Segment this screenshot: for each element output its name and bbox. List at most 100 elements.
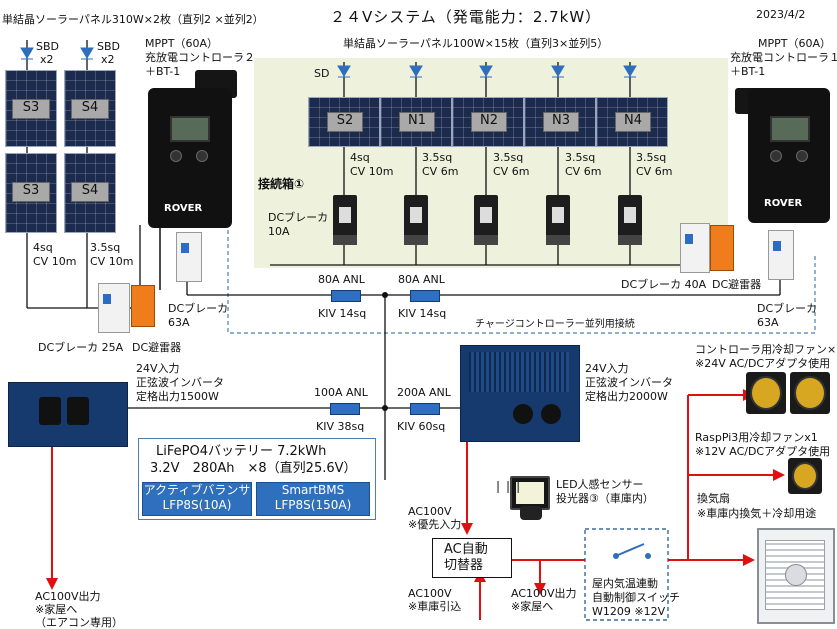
ventilation-fan — [757, 528, 835, 624]
inverter2-label-2: 正弦波インバータ — [585, 376, 673, 389]
active-balancer-model: LFP8S(10A) — [162, 498, 232, 512]
parallel-connection-note: チャージコントローラー並列用接続 — [475, 319, 635, 330]
inverter1-label-3: 定格出力1500W — [136, 390, 219, 403]
solar-panel: N2 — [452, 97, 524, 147]
dc-breaker-10a — [618, 195, 642, 245]
inverter-2000w — [460, 345, 580, 442]
fuse-inv2-cable: KIV 60sq — [397, 420, 446, 433]
panel-label: N3 — [543, 112, 579, 132]
fuse-inv2-rating: 200A ANL — [397, 386, 451, 399]
solar-panel: N4 — [596, 97, 668, 147]
inverter2-label-3: 定格出力2000W — [585, 390, 668, 403]
controller-button — [170, 150, 182, 162]
mppt-controller-2: ROVER — [148, 88, 232, 228]
panel-label: N2 — [471, 112, 507, 132]
panel-label: S4 — [71, 182, 109, 202]
breaker-lever — [103, 294, 111, 304]
dc-breaker-40a — [680, 223, 710, 273]
ats-label-1: AC自動 — [444, 542, 488, 557]
controller2-label-2: 充放電コントローラ２ — [145, 51, 255, 64]
dc-breaker-63a-left — [176, 232, 202, 282]
breaker-switch — [624, 207, 636, 223]
inverter1-output-1: AC100V出力 — [35, 590, 101, 603]
ats-label-2: 切替器 — [444, 558, 484, 573]
left-cable-size-2: 3.5sq — [90, 241, 121, 254]
breaker-base — [546, 235, 570, 245]
controller-display — [770, 116, 810, 142]
inverter2-label-1: 24V入力 — [585, 362, 629, 375]
controller1-label-3: ＋BT-1 — [730, 65, 766, 78]
anl-fuse-200a — [410, 403, 440, 415]
center-cable-size-1: 4sq — [350, 151, 370, 164]
led-floodlight — [510, 476, 550, 510]
fuse-inv1-rating: 100A ANL — [314, 386, 368, 399]
breaker-base — [474, 235, 498, 245]
junction-box-label: 接続箱① — [258, 177, 305, 191]
vent-fan-label-1: 換気扇 — [697, 492, 730, 505]
sd-label: SD — [314, 67, 330, 80]
breaker-base — [618, 235, 642, 245]
breaker-base — [333, 235, 357, 245]
solar-panel: S4 — [64, 153, 116, 233]
solar-panel: S4 — [64, 70, 116, 147]
inverter1-label-1: 24V入力 — [136, 362, 180, 375]
ats-output-2: ※家屋へ — [511, 600, 554, 613]
center-array-heading: 単結晶ソーラーパネル100W×15枚（直列3×並列5） — [343, 37, 609, 50]
controller2-label-1: MPPT（60A） — [145, 37, 218, 50]
dc-surge-protector — [710, 225, 734, 271]
left-cable-len-1: CV 10m — [33, 255, 77, 268]
controller-brand: ROVER — [164, 203, 203, 214]
left-sbd-count-2: x2 — [101, 53, 115, 66]
ats-input-priority-2: ※優先入力 — [408, 518, 462, 531]
dc-breaker-10a — [333, 195, 357, 245]
solar-panel: S3 — [5, 153, 57, 233]
raspi-cooling-fan — [788, 458, 822, 494]
controller-display — [170, 116, 210, 142]
breaker-switch — [480, 207, 492, 223]
controller-button — [770, 150, 782, 162]
center-cable-size-5: 3.5sq — [636, 151, 667, 164]
inverter-outlet — [39, 397, 61, 425]
inverter-outlet — [513, 404, 533, 424]
center-cable-size-4: 3.5sq — [565, 151, 596, 164]
mppt-controller-1: ROVER — [748, 88, 830, 223]
light-rays-icon: ❘❘❘ — [493, 479, 524, 493]
anl-fuse-80a-left — [331, 290, 361, 302]
solar-panel: S2 — [308, 97, 380, 147]
panel-label: S4 — [71, 99, 109, 119]
left-sbd-count: x2 — [40, 53, 54, 66]
solar-panel: S3 — [5, 70, 57, 147]
solar-panel: N1 — [380, 97, 452, 147]
panel-label: N1 — [399, 112, 435, 132]
breaker-lever — [773, 241, 781, 251]
battery-line2: 3.2V 280Ah ×8（直列25.6V） — [150, 461, 357, 476]
breaker-switch — [339, 207, 351, 223]
junction-breaker-label-1: DCブレーカ — [268, 211, 329, 224]
left-cable-len-2: CV 10m — [90, 255, 134, 268]
smart-bms-model: LFP8S(150A) — [274, 498, 352, 512]
breaker-lever — [181, 243, 189, 253]
raspi-fan-label-1: RaspPi3用冷却ファンx1 — [695, 431, 818, 444]
led-sensor-label-2: 投光器③（車庫内） — [556, 492, 654, 505]
panel-label: S2 — [327, 112, 363, 132]
center-cable-len-5: CV 6m — [636, 165, 673, 178]
anl-fuse-80a-right — [410, 290, 440, 302]
fan-blade — [792, 462, 818, 490]
battery-line1: LiFePO4バッテリー 7.2kWh — [156, 444, 327, 459]
fuse-left-cable: KIV 14sq — [318, 307, 367, 320]
center-cable-len-1: CV 10m — [350, 165, 394, 178]
breaker-base — [404, 235, 428, 245]
thermo-switch-label-2: 自動制御スイッチ — [592, 591, 680, 604]
controller1-breaker-label-1: DCブレーカ — [757, 302, 818, 315]
ac-auto-switch — [432, 538, 512, 578]
thermo-switch-label-1: 屋内気温連動 — [592, 577, 658, 590]
active-balancer: アクティブバランサ LFP8S(10A) — [142, 482, 252, 516]
inverter1-label-2: 正弦波インバータ — [136, 376, 224, 389]
cooling-fan — [746, 372, 786, 414]
dc-breaker-10a — [404, 195, 428, 245]
left-array-heading: 単結晶ソーラーパネル310W×2枚（直列2 ×並列2） — [2, 13, 264, 26]
controller-button — [196, 150, 208, 162]
cooling-fan — [790, 372, 830, 414]
dc-surge-protector — [131, 285, 155, 327]
